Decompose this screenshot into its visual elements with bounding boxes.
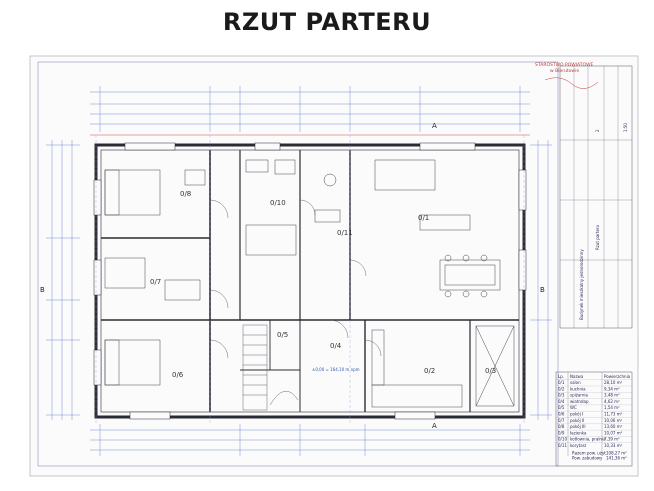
room-table-cell: 10,06 m²: [604, 418, 623, 423]
room-table-cell: 3,48 m²: [604, 393, 620, 398]
room-label: 0/10: [270, 199, 286, 207]
room-labels: 0/8 0/10 0/11 0/1 0/7 0/5 0/4 0/2 0/3 0/…: [150, 190, 496, 379]
room-table-cell: kotłownia, pralnia: [570, 437, 606, 442]
room-table-cell: 9,34 m²: [604, 386, 620, 391]
room-table-cell: korytarz: [570, 443, 586, 448]
staircase: [242, 324, 299, 411]
right-dimensions: [530, 140, 552, 420]
title-block-scale: 1:50: [623, 123, 628, 132]
room-table-cell: 0/8: [558, 424, 565, 429]
stamp-line-2: w Bierutowie: [550, 68, 579, 74]
room-table-cell: 0/2: [558, 386, 565, 391]
room-table-cell: łazienka: [570, 430, 587, 435]
room-label: 0/8: [180, 190, 191, 198]
title-block-sheet: 2: [595, 129, 600, 132]
room-table-cell: pokój II: [570, 418, 584, 423]
room-table-cell: spiżarnia: [570, 393, 589, 398]
room-label: 0/11: [337, 229, 353, 237]
room-label: 0/7: [150, 278, 161, 286]
room-table-cell: 1,54 m²: [604, 405, 620, 410]
title-block-project: Budynek mieszkalny jednorodzinny: [579, 249, 584, 320]
stamp-signature: [544, 77, 599, 89]
room-table-cell: 4,62 m²: [604, 399, 620, 404]
section-mark-bottom: A: [432, 422, 437, 430]
room-label: 0/1: [418, 214, 429, 222]
windows: [93, 142, 527, 420]
door-swings: [209, 199, 382, 359]
room-table-summary-label: Razem pow. użyt.: [572, 450, 607, 455]
room-table-cell: 28,10 m²: [604, 380, 623, 385]
page-title: RZUT PARTERU: [222, 8, 432, 36]
room-table-cell: 10,07 m²: [604, 430, 623, 435]
room-table-cell: wiatrołap: [570, 399, 589, 404]
room-table-summary-value: 141,36 m²: [606, 455, 627, 460]
bottom-dimensions: [90, 424, 530, 456]
room-label: 0/6: [172, 371, 184, 379]
stamp-line-1: STAROSTWO POWIATOWE: [535, 62, 594, 68]
room-table-header: Nazwa: [570, 374, 584, 379]
axis-grid: [95, 135, 525, 425]
room-table: Lp. Nazwa Powierzchnia 0/1 salon 28,10 m² 0/2 k…: [555, 371, 633, 467]
section-mark-top: A: [432, 122, 437, 130]
drawing-frame: [37, 61, 559, 467]
top-dimensions: [90, 86, 530, 132]
room-table-cell: 10,33 m²: [604, 443, 623, 448]
room-table-cell: 0/10: [558, 437, 567, 442]
room-table-cell: 0/9: [558, 430, 565, 435]
room-label: 0/2: [424, 367, 435, 375]
room-table-cell: 0/3: [558, 393, 565, 398]
section-mark-right: B: [540, 286, 545, 294]
paper-sheet: [29, 55, 639, 477]
room-table-cell: 0/6: [558, 412, 565, 417]
room-table-summary-value: 108,27 m²: [606, 450, 627, 455]
room-table-cell: 0/5: [558, 405, 565, 410]
level-note: ±0,00 = 164,10 m npm: [312, 367, 360, 372]
room-table-cell: pokój III: [570, 424, 586, 429]
room-table-cell: 13,60 m²: [604, 424, 623, 429]
room-table-summary-label: Pow. zabudowy: [572, 455, 603, 460]
room-table-cell: 0/7: [558, 418, 565, 423]
room-table-cell: salon: [570, 380, 581, 385]
official-stamp: STAROSTWO POWIATOWE w Bierutowie: [535, 62, 599, 89]
room-table-cell: 11,73 m²: [604, 412, 623, 417]
title-block-drawing: Rzut parteru: [595, 224, 600, 250]
left-dimensions: [46, 140, 80, 420]
room-table-cell: pokój I: [570, 412, 583, 417]
room-table-cell: 0/1: [558, 380, 565, 385]
room-label: 0/3: [485, 367, 496, 375]
room-table-header: Lp.: [558, 374, 564, 379]
room-table-cell: kuchnia: [570, 386, 586, 391]
furniture: [104, 159, 515, 408]
title-block: Budynek mieszkalny jednorodzinny Rzut pa…: [559, 65, 633, 329]
section-mark-left: B: [40, 286, 45, 294]
room-table-cell: 0/11: [558, 443, 567, 448]
room-table-cell: 0/4: [558, 399, 565, 404]
room-label: 0/5: [277, 331, 288, 339]
room-table-cell: WC: [570, 405, 577, 410]
room-table-cell: 7,39 m²: [604, 437, 620, 442]
room-table-header: Powierzchnia: [604, 374, 631, 379]
room-label: 0/4: [330, 342, 342, 350]
section-markers: B B A A: [40, 122, 545, 430]
